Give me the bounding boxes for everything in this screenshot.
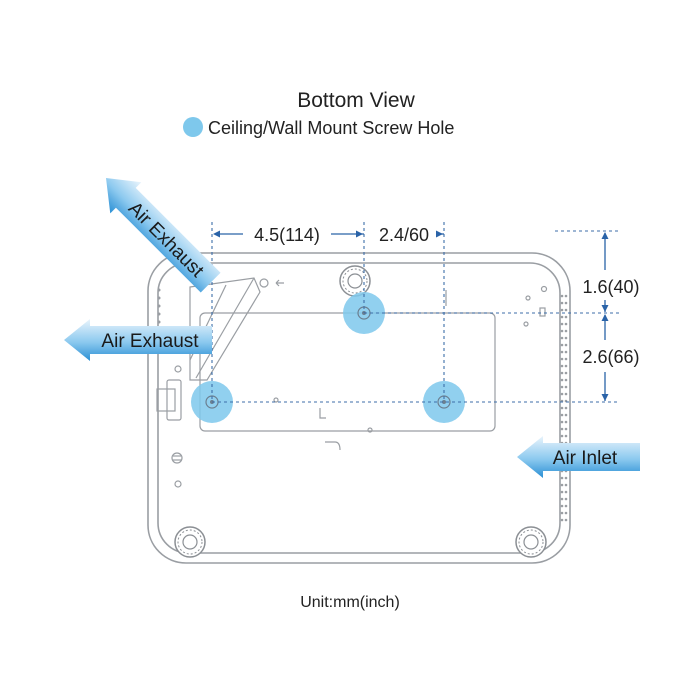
mount-screw-holes	[191, 292, 465, 423]
air-exhaust-label-left: Air Exhaust	[101, 331, 199, 352]
dimension-guides	[211, 222, 620, 403]
dimension-v2: 2.6(66)	[582, 347, 639, 367]
air-exhaust-label-diagonal: Air Exhaust	[124, 198, 208, 282]
air-inlet-arrow: Air Inlet	[517, 436, 640, 478]
dimension-v1: 1.6(40)	[582, 277, 639, 297]
legend-swatch-icon	[183, 117, 203, 137]
dimension-h1: 4.5(114)	[254, 225, 320, 245]
horizontal-dimensions: 4.5(114) 2.4/60	[213, 225, 444, 245]
legend-label: Ceiling/Wall Mount Screw Hole	[208, 118, 454, 138]
air-exhaust-left-arrow: Air Exhaust	[64, 319, 212, 361]
title: Bottom View	[297, 89, 415, 112]
air-exhaust-diagonal-arrow: Air Exhaust	[106, 178, 221, 293]
dimension-h2: 2.4/60	[379, 225, 429, 245]
air-inlet-label: Air Inlet	[553, 448, 618, 469]
vertical-dimensions: 1.6(40) 2.6(66)	[582, 232, 640, 401]
unit-note: Unit:mm(inch)	[300, 594, 400, 611]
